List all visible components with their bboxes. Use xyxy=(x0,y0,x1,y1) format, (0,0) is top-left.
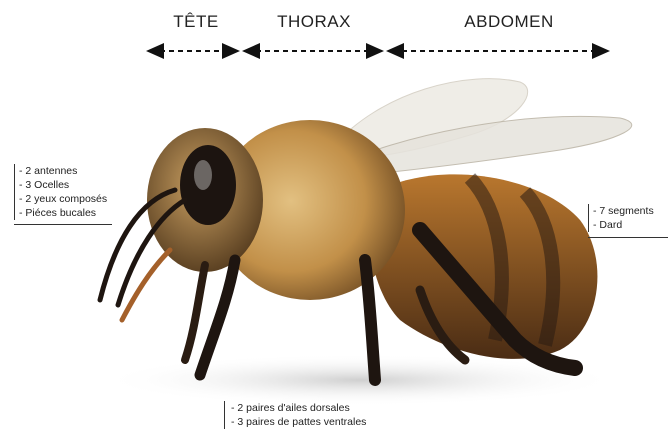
thorax-label: THORAX xyxy=(262,12,366,32)
note-item: - 3 paires de pattes ventrales xyxy=(231,415,366,429)
thorax-arrow xyxy=(242,43,384,59)
eye-highlight xyxy=(194,160,212,190)
note-item: - Dard xyxy=(593,218,654,232)
note-item: - 2 antennes xyxy=(19,164,107,178)
note-item: - 7 segments xyxy=(593,204,654,218)
head-notes: - 2 antennes - 3 Ocelles - 2 yeux compos… xyxy=(14,164,107,220)
leg xyxy=(185,265,205,360)
head-label: TÊTE xyxy=(168,12,224,32)
note-item: - 2 paires d'ailes dorsales xyxy=(231,401,366,415)
abdomen-notes: - 7 segments - Dard xyxy=(588,204,654,232)
head-arrow xyxy=(146,43,240,59)
thorax-notes: - 2 paires d'ailes dorsales - 3 paires d… xyxy=(224,401,366,429)
note-item: - 2 yeux composés xyxy=(19,192,107,206)
note-item: - Piéces bucales xyxy=(19,206,107,220)
mouthparts xyxy=(122,250,170,320)
note-item: - 3 Ocelles xyxy=(19,178,107,192)
abdomen-label: ABDOMEN xyxy=(444,12,574,32)
abdomen-arrow xyxy=(386,43,610,59)
region-arrows xyxy=(0,0,671,70)
